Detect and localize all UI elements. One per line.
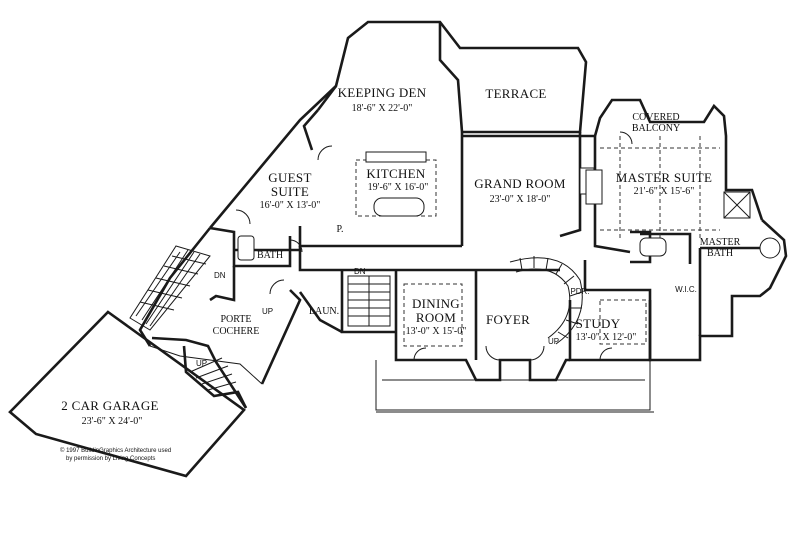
tub: [639, 237, 667, 257]
garage-dims: 23'-6" X 24'-0": [82, 416, 143, 427]
master-suite-dims: 21'-6" X 15'-6": [634, 186, 695, 197]
wic-label: W.I.C.: [675, 285, 697, 294]
keeping-den-dims: 18'-6" X 22'-0": [352, 103, 413, 114]
porte-cochere-label-2: COCHERE: [213, 326, 260, 337]
pdr-label: PDR.: [570, 287, 589, 296]
kitchen-island: [373, 197, 425, 217]
dining-room-label-1: DINING: [412, 296, 460, 311]
laundry-label: LAUN.: [309, 306, 339, 317]
terrace-label: TERRACE: [485, 86, 546, 101]
dining-room-dims: 13'-0" X 15'-0": [406, 326, 467, 337]
covered-balcony-label-1: COVERED: [632, 112, 679, 123]
stair-garage: [189, 357, 237, 391]
copyright-line-2: by permission by Living Concepts: [66, 456, 155, 462]
stair-dn-label-2: DN: [354, 267, 366, 276]
pantry-label: P.: [337, 224, 344, 235]
grand-room-label: GRAND ROOM: [474, 176, 566, 191]
stair-dn-label: DN: [214, 271, 226, 280]
stair-up-label-2: UP: [548, 337, 559, 346]
master-suite-label: MASTER SUITE: [616, 170, 712, 185]
guest-suite-label-1: GUEST: [268, 170, 311, 185]
stair-left: [129, 245, 211, 331]
room-labels: KEEPING DEN 18'-6" X 22'-0" TERRACE COVE…: [61, 85, 740, 427]
stair-up-label: UP: [262, 307, 273, 316]
porte-cochere-label-1: PORTE: [220, 314, 251, 325]
round-window: [759, 237, 781, 259]
door-swings: [235, 131, 633, 361]
garage-label: 2 CAR GARAGE: [61, 398, 159, 413]
foyer-label: FOYER: [486, 312, 530, 327]
grand-room-dims: 23'-0" X 18'-0": [490, 194, 551, 205]
keeping-den-label: KEEPING DEN: [338, 85, 427, 100]
master-bath-label-1: MASTER: [700, 237, 741, 248]
guest-suite-dims: 16'-0" X 13'-0": [260, 200, 321, 211]
fireplace-master: [585, 169, 603, 205]
covered-balcony-label-2: BALCONY: [632, 123, 680, 134]
bath-label: BATH: [257, 250, 283, 261]
fixtures: [237, 151, 781, 261]
stair-curved: [509, 256, 583, 345]
guest-suite-label-2: SUITE: [271, 184, 309, 199]
master-bath-label-2: BATH: [707, 248, 733, 259]
kitchen-label: KITCHEN: [366, 166, 425, 181]
kitchen-counter: [365, 151, 427, 163]
dining-room-label-2: ROOM: [416, 310, 456, 325]
stair-center: [347, 275, 391, 327]
copyright-note: © 1997 BuildinGraphics Architecture used…: [60, 447, 171, 462]
study-label: STUDY: [576, 316, 621, 331]
study-dims: 13'-0" X 12'-0": [576, 332, 637, 343]
stair-up-label-3: UP: [196, 359, 207, 368]
stair-labels: DN DN UP UP UP: [196, 267, 559, 368]
copyright-line-1: © 1997 BuildinGraphics Architecture used: [60, 447, 171, 454]
bath-tub: [237, 235, 255, 261]
kitchen-dims: 19'-6" X 16'-0": [368, 182, 429, 193]
